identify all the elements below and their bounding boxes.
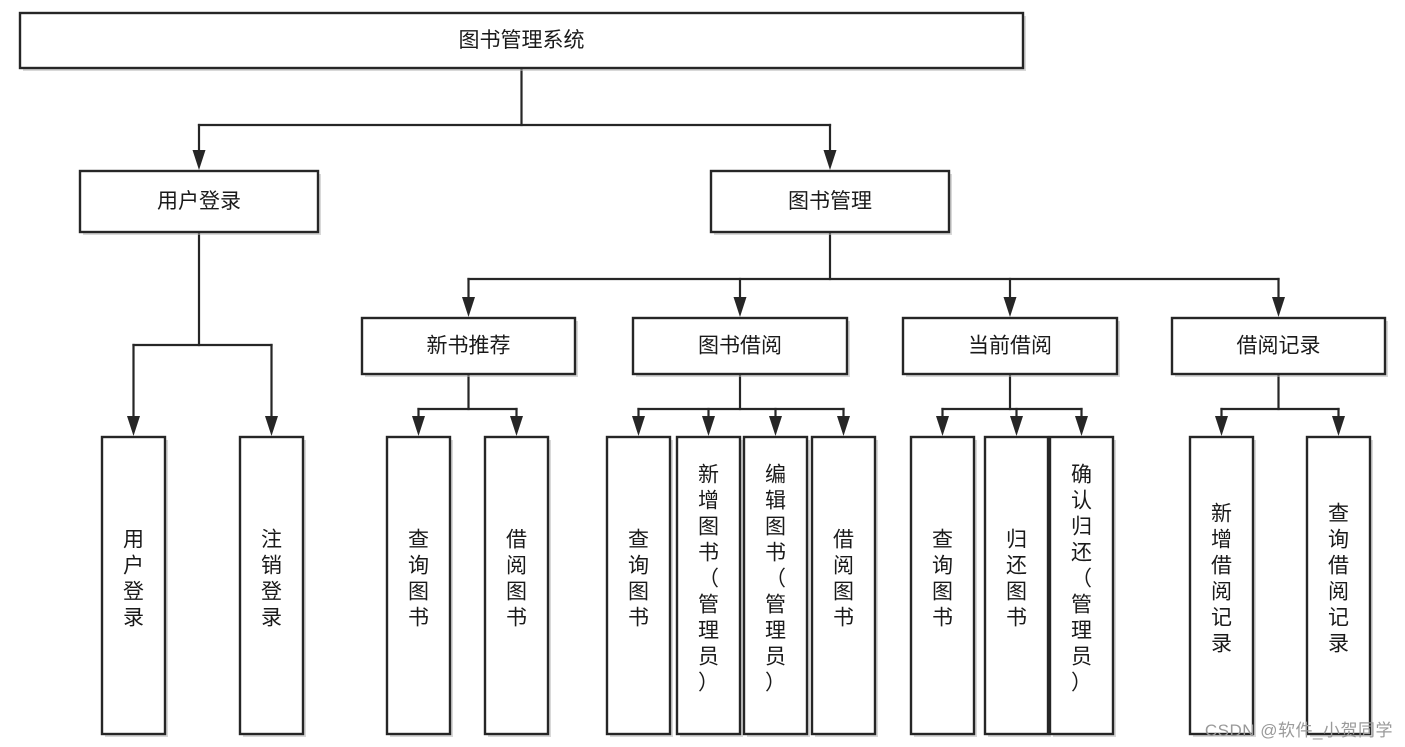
node-rect[interactable] bbox=[901, 316, 1119, 376]
node-label: 借阅图书 bbox=[833, 529, 854, 630]
node-label: 新书推荐 bbox=[427, 335, 511, 358]
node-rect[interactable] bbox=[100, 435, 167, 736]
arrow-head-icon bbox=[733, 297, 747, 317]
node-rect[interactable] bbox=[1188, 435, 1255, 736]
connector-group-new-book-recommend bbox=[412, 372, 523, 436]
node-rect[interactable] bbox=[483, 435, 550, 736]
node-label: 查询图书 bbox=[628, 529, 649, 630]
node-rect[interactable] bbox=[631, 316, 849, 376]
node-label: 查询图书 bbox=[408, 529, 429, 630]
connector-group-root bbox=[192, 66, 837, 170]
node-rect[interactable] bbox=[605, 435, 672, 736]
arrow-head-icon bbox=[265, 416, 278, 436]
node-label: 查询图书 bbox=[932, 529, 953, 630]
arrow-head-icon bbox=[769, 416, 782, 436]
arrow-head-icon bbox=[1003, 297, 1017, 317]
node-rect[interactable] bbox=[675, 435, 742, 736]
node-rect[interactable] bbox=[360, 316, 577, 376]
node-leaf-return-book[interactable]: 归还图书 bbox=[983, 435, 1051, 737]
node-leaf-edit-book[interactable]: 编辑图书（管理员） bbox=[742, 435, 810, 737]
node-rect[interactable] bbox=[1170, 316, 1387, 376]
node-rect[interactable] bbox=[1305, 435, 1372, 736]
node-label: 用户登录 bbox=[157, 190, 241, 213]
node-rect[interactable] bbox=[1048, 435, 1115, 736]
node-label: 编辑图书（管理员） bbox=[765, 464, 786, 695]
connector-group-user-login bbox=[127, 230, 278, 436]
connector-group-book-borrow bbox=[632, 372, 850, 436]
node-leaf-query-books-3[interactable]: 查询图书 bbox=[909, 435, 977, 737]
node-label: 图书管理系统 bbox=[459, 29, 585, 52]
connector-group-current-borrow bbox=[936, 372, 1088, 436]
connector-group-borrow-record bbox=[1215, 372, 1345, 436]
node-label: 注销登录 bbox=[261, 529, 282, 630]
arrow-head-icon bbox=[127, 416, 140, 436]
arrow-head-icon bbox=[632, 416, 645, 436]
node-label: 借阅记录 bbox=[1237, 335, 1321, 358]
arrow-head-icon bbox=[192, 150, 206, 170]
node-label: 归还图书 bbox=[1006, 529, 1027, 630]
node-borrow-record[interactable]: 借阅记录 bbox=[1170, 316, 1388, 377]
node-layer: 图书管理系统用户登录图书管理新书推荐图书借阅当前借阅借阅记录用户登录注销登录查询… bbox=[18, 11, 1388, 737]
node-leaf-user-logout[interactable]: 注销登录 bbox=[238, 435, 306, 737]
arrow-head-icon bbox=[1272, 297, 1285, 317]
arrow-head-icon bbox=[1215, 416, 1228, 436]
node-book-management[interactable]: 图书管理 bbox=[709, 169, 952, 235]
node-leaf-query-books-1[interactable]: 查询图书 bbox=[385, 435, 453, 737]
connector-layer bbox=[127, 66, 1345, 436]
node-label: 当前借阅 bbox=[968, 335, 1052, 358]
arrow-head-icon bbox=[1332, 416, 1345, 436]
node-label: 图书管理 bbox=[788, 190, 872, 213]
node-leaf-user-login[interactable]: 用户登录 bbox=[100, 435, 168, 737]
node-leaf-add-borrow-record[interactable]: 新增借阅记录 bbox=[1188, 435, 1256, 737]
node-rect[interactable] bbox=[709, 169, 951, 234]
node-current-borrow[interactable]: 当前借阅 bbox=[901, 316, 1120, 377]
node-leaf-borrow-books-1[interactable]: 借阅图书 bbox=[483, 435, 551, 737]
node-leaf-add-book[interactable]: 新增图书（管理员） bbox=[675, 435, 743, 737]
node-leaf-query-books-2[interactable]: 查询图书 bbox=[605, 435, 673, 737]
node-rect[interactable] bbox=[78, 169, 320, 234]
arrow-head-icon bbox=[412, 416, 425, 436]
node-leaf-confirm-return[interactable]: 确认归还（管理员） bbox=[1048, 435, 1116, 737]
node-label: 查询借阅记录 bbox=[1328, 503, 1349, 656]
connector-group-book-management bbox=[462, 230, 1285, 317]
arrow-head-icon bbox=[462, 297, 475, 317]
node-rect[interactable] bbox=[810, 435, 877, 736]
node-leaf-borrow-books-2[interactable]: 借阅图书 bbox=[810, 435, 878, 737]
node-label: 借阅图书 bbox=[506, 529, 527, 630]
arrow-head-icon bbox=[1010, 416, 1023, 436]
node-rect[interactable] bbox=[983, 435, 1050, 736]
arrow-head-icon bbox=[510, 416, 523, 436]
node-label: 新增图书（管理员） bbox=[698, 464, 719, 695]
arrow-head-icon bbox=[1075, 416, 1088, 436]
node-label: 确认归还（管理员） bbox=[1071, 464, 1092, 695]
node-rect[interactable] bbox=[385, 435, 452, 736]
node-book-borrow[interactable]: 图书借阅 bbox=[631, 316, 850, 377]
node-label: 用户登录 bbox=[123, 529, 144, 630]
node-rect[interactable] bbox=[909, 435, 976, 736]
arrow-head-icon bbox=[936, 416, 949, 436]
arrow-head-icon bbox=[837, 416, 850, 436]
node-root[interactable]: 图书管理系统 bbox=[18, 11, 1026, 71]
node-rect[interactable] bbox=[18, 11, 1025, 70]
node-rect[interactable] bbox=[238, 435, 305, 736]
node-label: 新增借阅记录 bbox=[1211, 503, 1232, 656]
node-label: 图书借阅 bbox=[698, 335, 782, 358]
arrow-head-icon bbox=[823, 150, 837, 170]
arrow-head-icon bbox=[702, 416, 715, 436]
node-rect[interactable] bbox=[742, 435, 809, 736]
node-leaf-query-borrow-record[interactable]: 查询借阅记录 bbox=[1305, 435, 1373, 737]
node-new-book-recommend[interactable]: 新书推荐 bbox=[360, 316, 578, 377]
node-user-login[interactable]: 用户登录 bbox=[78, 169, 321, 235]
